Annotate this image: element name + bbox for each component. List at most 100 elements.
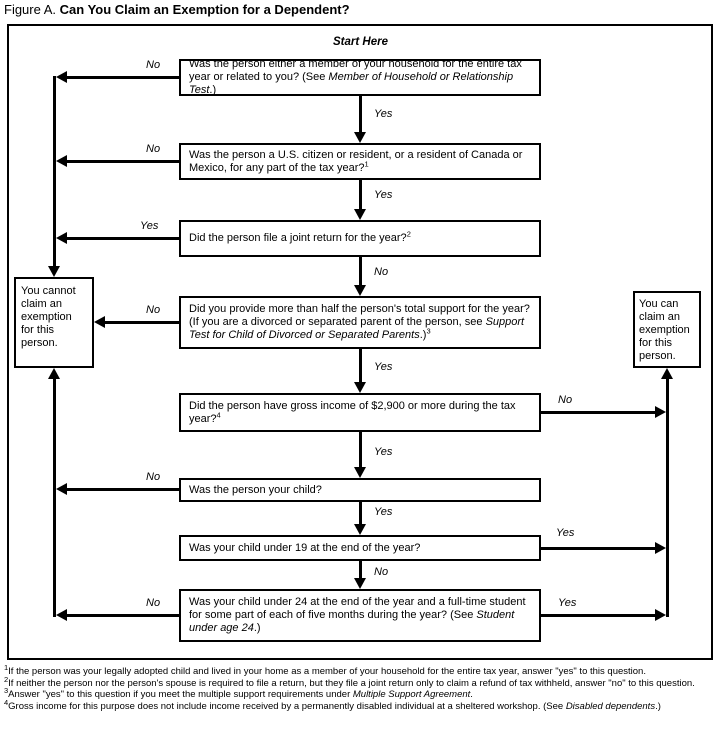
footnote-text: . — [470, 689, 473, 700]
question-8-text: Was your child under 24 at the end of th… — [189, 596, 531, 635]
branch-line-q8-left — [66, 614, 179, 617]
question-box-5: Did the person have gross income of $2,9… — [179, 393, 541, 432]
arrowhead-down-q5 — [354, 382, 366, 393]
footnote-ref: 3 — [426, 326, 431, 336]
result-box-cannot-claim: You cannot claim an exemption for this p… — [14, 277, 94, 368]
question-text: Did the person file a joint return for t… — [189, 232, 407, 244]
arrowhead-left-q8 — [56, 609, 67, 621]
arrowhead-into-can-bottom — [661, 368, 673, 379]
label-q5-right: No — [558, 394, 573, 406]
left-rail-lower — [53, 379, 56, 617]
arrowhead-right-q7 — [655, 542, 666, 554]
branch-line-q6-left — [66, 488, 179, 491]
arrowhead-down-q3 — [354, 209, 366, 220]
start-here-label: Start Here — [333, 36, 388, 48]
result-box-can-claim: You can claim an exemption for this pers… — [633, 291, 701, 368]
label-q7-right: Yes — [556, 527, 575, 539]
arrowhead-into-cannot-top — [48, 266, 60, 277]
footnote-1: 1If the person was your legally adopted … — [4, 662, 712, 678]
branch-line-q8-right — [541, 614, 655, 617]
label-q2-left: No — [146, 143, 161, 155]
footnote-number: 1 — [4, 662, 9, 672]
figure-title-prefix: Figure A. — [4, 2, 57, 17]
label-q2-down: Yes — [374, 189, 393, 201]
question-text-italic: Student under age 24 — [189, 609, 515, 634]
question-4-text: Did you provide more than half the perso… — [189, 303, 531, 342]
question-2-text: Was the person a U.S. citizen or residen… — [189, 149, 531, 175]
footnote-text: Gross income for this purpose does not i… — [8, 700, 566, 712]
left-rail-upper — [53, 76, 56, 266]
question-3-text: Did the person file a joint return for t… — [189, 229, 411, 245]
question-text: Was the person either a member of your h… — [189, 58, 522, 83]
flow-line-q3-q4 — [359, 257, 362, 285]
question-text: Was your child under 24 at the end of th… — [189, 596, 526, 621]
question-1-text: Was the person either a member of your h… — [189, 58, 531, 97]
footnote-ref: 1 — [364, 158, 369, 168]
figure-title-main: Can You Claim an Exemption for a Depende… — [59, 2, 350, 17]
question-5-text: Did the person have gross income of $2,9… — [189, 400, 531, 426]
question-text-italic: Support Test for Child of Divorced or Se… — [189, 316, 525, 341]
arrowhead-down-q6 — [354, 467, 366, 478]
footnote-3: 3Answer "yes" to this question if you me… — [4, 685, 712, 701]
footnote-text: Answer "yes" to this question if you mee… — [8, 689, 353, 700]
question-6-text: Was the person your child? — [189, 484, 322, 497]
footnote-ref: 4 — [216, 409, 221, 419]
label-q8-left: No — [146, 597, 161, 609]
question-box-6: Was the person your child? — [179, 478, 541, 502]
branch-line-q4-left — [104, 321, 179, 324]
label-q4-left: No — [146, 304, 161, 316]
question-box-2: Was the person a U.S. citizen or residen… — [179, 143, 541, 180]
question-text: Was your child under 19 at the end of th… — [189, 541, 421, 554]
arrowhead-down-q8 — [354, 578, 366, 589]
footnote-text: .) — [655, 700, 661, 712]
question-text: Was the person a U.S. citizen or residen… — [189, 148, 523, 174]
flow-line-q2-q3 — [359, 180, 362, 209]
label-q7-down: No — [374, 566, 389, 578]
footnote-text-italic: Disabled dependents — [565, 700, 656, 712]
arrowhead-down-q4 — [354, 285, 366, 296]
figure-title: Figure A. Can You Claim an Exemption for… — [4, 2, 350, 17]
arrowhead-right-q8 — [655, 609, 666, 621]
question-box-3: Did the person file a joint return for t… — [179, 220, 541, 257]
label-q6-down: Yes — [374, 506, 393, 518]
footnote-number: 3 — [4, 685, 9, 695]
arrowhead-left-q6 — [56, 483, 67, 495]
arrowhead-left-q3 — [56, 232, 67, 244]
question-box-8: Was your child under 24 at the end of th… — [179, 589, 541, 642]
arrowhead-down-q2 — [354, 132, 366, 143]
branch-line-q2-left — [66, 160, 179, 163]
arrowhead-left-q4 — [94, 316, 105, 328]
label-q1-down: Yes — [374, 108, 393, 120]
result-cannot-text: You cannot claim an exemption for this p… — [21, 285, 76, 349]
footnote-number: 4 — [4, 697, 9, 707]
footnote-text: If neither the person nor the person's s… — [8, 677, 695, 689]
flow-line-q7-q8 — [359, 561, 362, 578]
footnote-text: If the person was your legally adopted c… — [8, 666, 646, 677]
result-can-text: You can claim an exemption for this pers… — [639, 298, 690, 362]
label-q8-right: Yes — [558, 597, 577, 609]
label-q1-left: No — [146, 59, 161, 71]
footnotes: 1If the person was your legally adopted … — [4, 662, 712, 713]
question-text: .) — [253, 622, 261, 634]
branch-line-q5-right — [541, 411, 655, 414]
arrowhead-down-q7 — [354, 524, 366, 535]
flow-line-q1-q2 — [359, 96, 362, 132]
arrowhead-left-q2 — [56, 155, 67, 167]
branch-line-q7-right — [541, 547, 655, 550]
question-box-1: Was the person either a member of your h… — [179, 58, 541, 97]
arrowhead-right-q5 — [655, 406, 666, 418]
arrowhead-into-cannot-bottom — [48, 368, 60, 379]
label-q6-left: No — [146, 471, 161, 483]
footnote-4: 4Gross income for this purpose does not … — [4, 698, 712, 713]
flow-line-q4-q5 — [359, 349, 362, 382]
footnote-ref: 2 — [406, 229, 411, 239]
question-box-7: Was your child under 19 at the end of th… — [179, 535, 541, 561]
branch-line-q3-left — [66, 237, 179, 240]
question-box-4: Did you provide more than half the perso… — [179, 296, 541, 349]
label-q5-down: Yes — [374, 446, 393, 458]
flow-line-q6-q7 — [359, 502, 362, 524]
label-q3-down: No — [374, 266, 389, 278]
footnote-text-italic: Multiple Support Agreement — [352, 689, 471, 700]
flowchart-frame — [7, 24, 713, 660]
